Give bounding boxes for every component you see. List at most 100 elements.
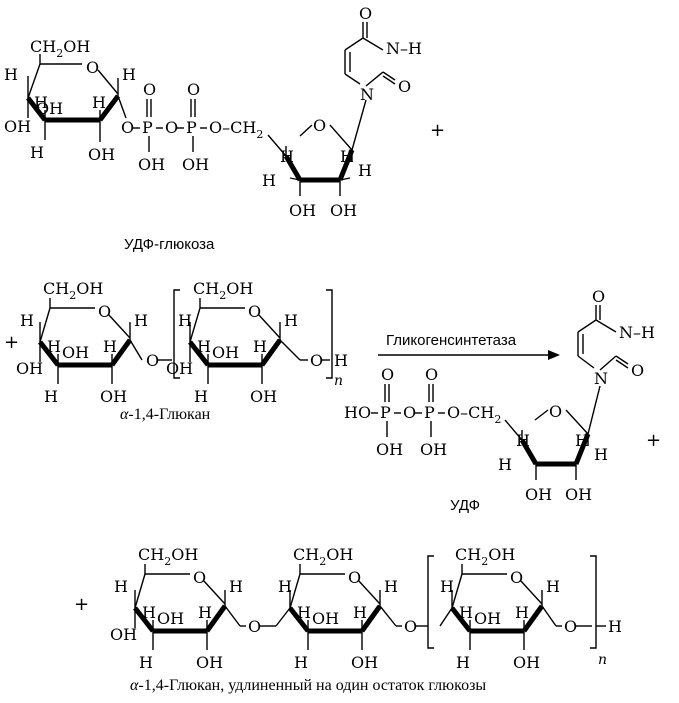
h-label: H <box>253 337 267 356</box>
glucose-ring <box>26 54 127 142</box>
h-label: H <box>194 387 208 406</box>
h-label: H <box>515 603 529 622</box>
o-label: O <box>121 118 134 137</box>
o-label: O <box>425 365 438 384</box>
h-label: H <box>92 93 106 112</box>
h-label: H <box>498 455 512 474</box>
ribose-ring <box>267 99 367 196</box>
uracil-ring <box>344 22 396 87</box>
oh-label: OH <box>182 155 209 174</box>
plus-sign: + <box>430 120 445 141</box>
o-label: O <box>359 4 372 23</box>
h-label: H <box>278 577 292 596</box>
oh-label: OH <box>157 609 184 628</box>
h-label: H <box>340 147 354 166</box>
n-label: N <box>594 369 608 388</box>
h-label: H <box>334 351 348 370</box>
bracket-left <box>427 555 434 649</box>
ribose-ring <box>504 385 601 480</box>
ch2oh-label: CH2OH <box>43 279 103 302</box>
h-label: H <box>546 577 560 596</box>
ch2oh-label: CH2OH <box>193 279 253 302</box>
oh-label: OH <box>513 653 540 672</box>
plus-sign: + <box>74 594 89 615</box>
h-label: H <box>516 431 530 450</box>
bracket-right <box>326 289 333 379</box>
oh-label: OH <box>166 359 193 378</box>
glucose-unit <box>38 298 143 384</box>
glucose-unit <box>439 564 557 650</box>
h-label: H <box>459 603 473 622</box>
glucose-unit <box>275 564 397 650</box>
n-h-label: N–H <box>386 39 422 58</box>
ch2oh-label: CH2OH <box>293 545 353 568</box>
o-label: O <box>592 287 605 306</box>
ring-oxygen-label: O <box>313 116 326 135</box>
h-label: H <box>139 653 153 672</box>
p-label: P <box>380 403 391 422</box>
oh-label: OH <box>100 387 127 406</box>
oh-label: OH <box>62 343 89 362</box>
ring-oxygen-label: O <box>193 568 206 587</box>
h-label: H <box>142 603 156 622</box>
reaction-arrow <box>378 350 560 360</box>
caption-extended-glucan: α-1,4-Глюкан, удлиненный на один остаток… <box>130 677 486 694</box>
h-label: H <box>198 603 212 622</box>
ch2oh-label: CH2OH <box>138 545 198 568</box>
glucose-unit <box>188 298 301 384</box>
oh-label: OH <box>525 485 552 504</box>
bracket-right <box>590 555 597 649</box>
h-label: H <box>134 311 148 330</box>
oh-label: OH <box>212 343 239 362</box>
h-label: H <box>197 337 211 356</box>
h-label: H <box>229 577 243 596</box>
oh-label: OH <box>88 145 115 164</box>
h-label: H <box>284 311 298 330</box>
p-label: P <box>186 118 197 137</box>
h-label: H <box>20 311 34 330</box>
oh-label: OH <box>289 201 316 220</box>
o-label: O <box>381 365 394 384</box>
h-label: H <box>608 617 622 636</box>
oh-label: OH <box>4 117 31 136</box>
extended-glucan-structure: CH2OH O H H H H OH OH H OH O <box>110 545 622 672</box>
h-label: H <box>4 65 18 84</box>
o-label: O <box>564 617 577 636</box>
n-h-label: N–H <box>619 323 655 342</box>
repeat-count: n <box>598 652 607 668</box>
h-label: H <box>456 653 470 672</box>
uracil-ring <box>577 305 629 371</box>
ring-oxygen-label: O <box>86 58 99 77</box>
o-label: O <box>398 77 411 96</box>
oh-label: OH <box>330 201 357 220</box>
o-label: O <box>146 351 159 370</box>
ring-oxygen-label: O <box>348 568 361 587</box>
ho-label: HO <box>344 403 371 422</box>
caption-udp-glucose: УДФ-глюкоза <box>124 236 215 253</box>
udp-glucose-structure: CH2OH O H H H H OH OH H OH O P O OH O P … <box>4 4 422 220</box>
ch2oh-label: CH2OH <box>30 37 90 60</box>
o-label: O <box>631 361 644 380</box>
h-label: H <box>280 147 294 166</box>
plus-sign: + <box>4 332 19 353</box>
repeat-count: n <box>334 373 343 389</box>
oh-label: OH <box>36 99 63 118</box>
o-label: O <box>403 403 416 422</box>
h-label: H <box>47 337 61 356</box>
oh-label: OH <box>196 653 223 672</box>
o-label: O <box>404 617 417 636</box>
oh-label: OH <box>138 155 165 174</box>
oh-label: OH <box>351 653 378 672</box>
o-label: O <box>248 617 261 636</box>
ring-oxygen-label: O <box>549 402 562 421</box>
ch2oh-label: CH2OH <box>455 545 515 568</box>
oh-label: OH <box>474 609 501 628</box>
oh-label: OH <box>312 609 339 628</box>
h-label: H <box>262 171 276 190</box>
h-label: H <box>353 603 367 622</box>
h-label: H <box>440 577 454 596</box>
h-label: H <box>358 161 372 180</box>
o-label: O <box>310 351 323 370</box>
h-label: H <box>122 65 136 84</box>
